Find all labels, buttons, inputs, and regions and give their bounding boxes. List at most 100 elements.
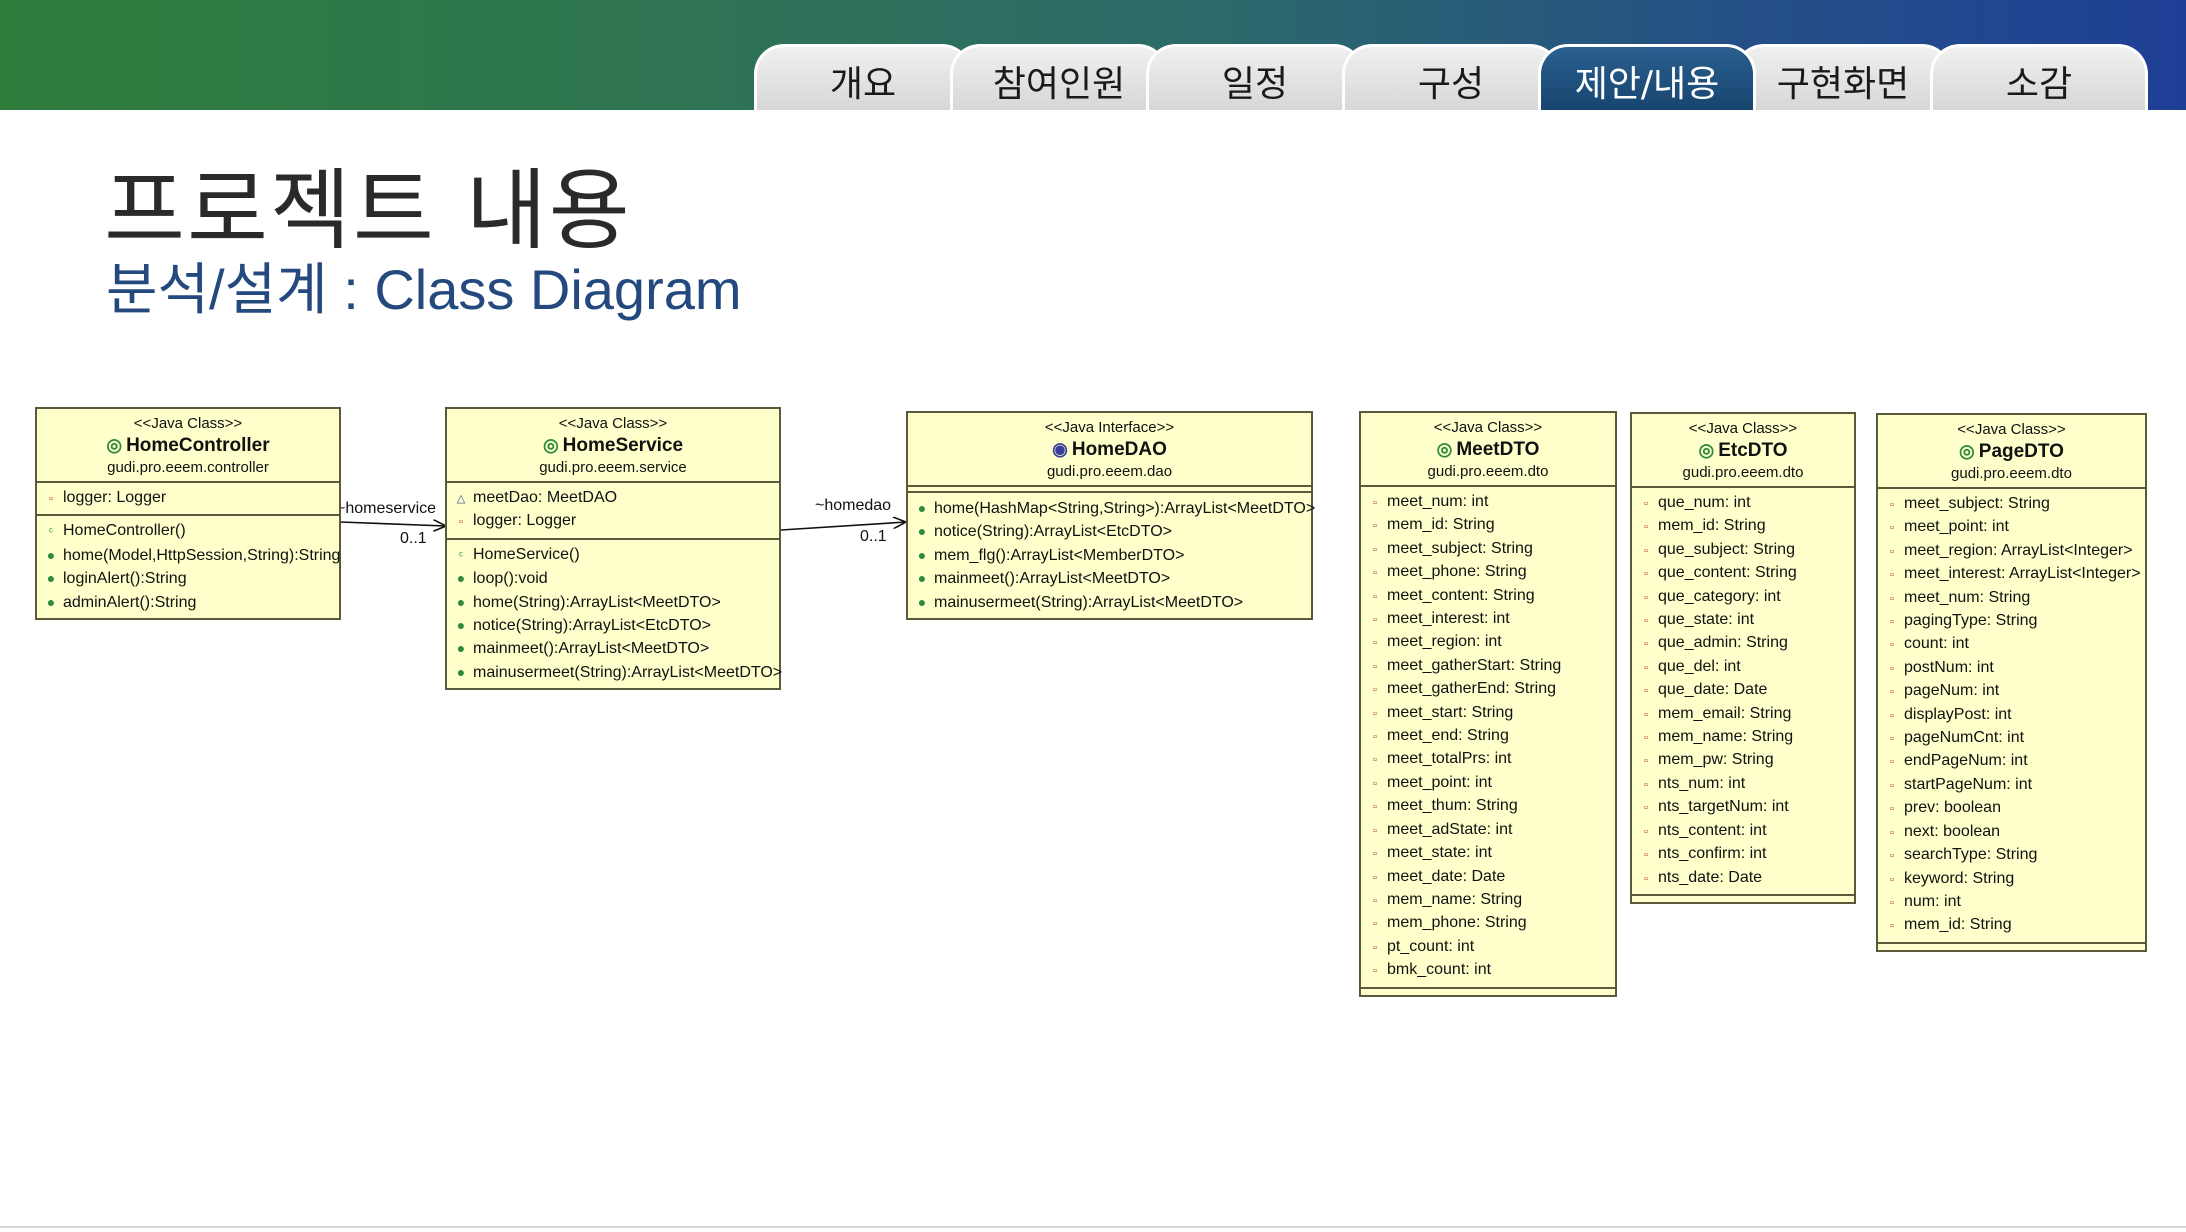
stereotype-label: <<Java Interface>> bbox=[1044, 419, 1175, 436]
page-subtitle: 분석/설계 : Class Diagram bbox=[106, 258, 742, 321]
method-row: ●mainmeet():ArrayList<MeetDTO> bbox=[908, 567, 1311, 590]
field-text: next: boolean bbox=[1904, 822, 2001, 840]
field-row: ▫pageNum: int bbox=[1878, 680, 2145, 703]
field-text: nts_targetNum: int bbox=[1658, 798, 1789, 816]
private-visibility-icon: ▫ bbox=[1890, 686, 1894, 699]
private-visibility-icon: ▫ bbox=[1644, 544, 1648, 557]
tab-1[interactable]: 개요 bbox=[754, 44, 972, 110]
field-text: displayPost: int bbox=[1904, 705, 2012, 723]
field-text: meet_num: String bbox=[1904, 588, 2031, 606]
field-row: ▫meet_thum: String bbox=[1361, 795, 1615, 818]
field-text: prev: boolean bbox=[1904, 799, 2001, 817]
page-title: 프로젝트 내용 bbox=[104, 159, 632, 262]
field-text: mem_name: String bbox=[1387, 890, 1523, 908]
stereotype-label: <<Java Class>> bbox=[558, 415, 668, 432]
field-text: que_del: int bbox=[1658, 657, 1741, 675]
field-text: mem_id: String bbox=[1904, 916, 2012, 934]
method-row: ●mainusermeet(String):ArrayList<MeetDTO> bbox=[447, 661, 783, 684]
field-row: ▫meet_point: int bbox=[1361, 772, 1615, 795]
public-visibility-icon: ● bbox=[917, 500, 927, 516]
field-row: ▫que_state: int bbox=[1632, 609, 1854, 632]
private-visibility-icon: ▫ bbox=[1373, 894, 1377, 907]
private-visibility-icon: ▫ bbox=[1890, 733, 1894, 746]
field-text: meet_subject: String bbox=[1387, 539, 1533, 557]
private-visibility-icon: ▫ bbox=[1373, 918, 1377, 931]
field-row: ▫meet_phone: String bbox=[1361, 561, 1615, 584]
interface-icon: ◉ bbox=[1052, 439, 1068, 459]
method-row: ●loop():void bbox=[447, 567, 779, 590]
method-row: ●loginAlert():String bbox=[37, 567, 339, 590]
methods-section bbox=[1361, 989, 1615, 995]
tab-3[interactable]: 일정 bbox=[1146, 44, 1364, 110]
tab-7[interactable]: 소감 bbox=[1930, 44, 2148, 110]
field-row: ▫logger: Logger bbox=[447, 510, 779, 533]
field-text: que_state: int bbox=[1658, 611, 1755, 629]
private-visibility-icon: ▫ bbox=[1644, 568, 1648, 581]
private-visibility-icon: ▫ bbox=[1644, 778, 1648, 791]
private-visibility-icon: ▫ bbox=[1890, 920, 1894, 933]
private-visibility-icon: ▫ bbox=[1890, 545, 1894, 558]
field-row: ▫startPageNum: int bbox=[1878, 774, 2145, 797]
class-name-text: HomeService bbox=[562, 435, 684, 456]
field-text: mem_name: String bbox=[1658, 728, 1794, 746]
field-text: searchType: String bbox=[1904, 846, 2038, 864]
tab-5[interactable]: 제안/내용 bbox=[1538, 44, 1756, 110]
field-text: num: int bbox=[1904, 892, 1961, 910]
stereotype-label: <<Java Class>> bbox=[1957, 421, 2066, 438]
constructor-visibility-icon: ᶜ bbox=[459, 549, 463, 562]
field-text: mem_email: String bbox=[1658, 704, 1792, 722]
field-text: meet_adState: int bbox=[1387, 820, 1513, 838]
field-row: ▫count: int bbox=[1878, 633, 2145, 656]
private-visibility-icon: ▫ bbox=[1890, 803, 1894, 816]
private-visibility-icon: ▫ bbox=[1890, 756, 1894, 769]
association-line-homedao bbox=[780, 522, 906, 531]
private-visibility-icon: ▫ bbox=[1373, 707, 1377, 720]
private-visibility-icon: ▫ bbox=[1890, 569, 1894, 582]
class-name: ◉HomeDAO bbox=[912, 437, 1307, 462]
field-text: pt_count: int bbox=[1387, 937, 1475, 955]
method-text: notice(String):ArrayList<EtcDTO> bbox=[934, 523, 1173, 541]
method-row: ●notice(String):ArrayList<EtcDTO> bbox=[908, 520, 1311, 543]
class-name: ◎EtcDTO bbox=[1636, 438, 1850, 463]
private-visibility-icon: ▫ bbox=[1373, 731, 1377, 744]
constructor-visibility-icon: ᶜ bbox=[49, 526, 53, 539]
method-row: ●mem_flg():ArrayList<MemberDTO> bbox=[908, 544, 1311, 567]
method-row: ●mainmeet():ArrayList<MeetDTO> bbox=[447, 637, 779, 660]
field-row: ▫logger: Logger bbox=[37, 487, 339, 510]
method-text: home(Model,HttpSession,String):String bbox=[63, 546, 341, 564]
field-text: mem_pw: String bbox=[1658, 751, 1774, 769]
private-visibility-icon: ▫ bbox=[1373, 637, 1377, 650]
private-visibility-icon: ▫ bbox=[1373, 590, 1377, 603]
private-visibility-icon: ▫ bbox=[1644, 498, 1648, 510]
field-row: ▫num: int bbox=[1878, 891, 2145, 914]
field-row: ▫postNum: int bbox=[1878, 657, 2145, 680]
fields-section: ▫que_num: int▫mem_id: String▫que_subject… bbox=[1632, 488, 1854, 896]
association-multiplicity-homedao: 0..1 bbox=[860, 528, 887, 545]
method-row: ●notice(String):ArrayList<EtcDTO> bbox=[447, 614, 779, 637]
field-text: pageNumCnt: int bbox=[1904, 729, 2025, 747]
field-text: nts_confirm: int bbox=[1658, 845, 1767, 863]
tab-4[interactable]: 구성 bbox=[1342, 44, 1560, 110]
tab-6[interactable]: 구현화면 bbox=[1734, 44, 1952, 110]
private-visibility-icon: ▫ bbox=[1890, 639, 1894, 652]
private-visibility-icon: ▫ bbox=[1373, 660, 1377, 673]
field-text: meet_content: String bbox=[1387, 586, 1535, 604]
methods-section bbox=[1878, 944, 2145, 950]
class-icon: ◎ bbox=[1698, 440, 1715, 460]
private-visibility-icon: ▫ bbox=[1373, 567, 1377, 580]
private-visibility-icon: ▫ bbox=[1644, 708, 1648, 721]
method-text: home(String):ArrayList<MeetDTO> bbox=[473, 593, 721, 611]
field-row: ▫nts_content: int bbox=[1632, 820, 1854, 843]
field-text: meet_subject: String bbox=[1904, 495, 2050, 512]
field-text: meet_start: String bbox=[1387, 703, 1514, 721]
field-text: postNum: int bbox=[1904, 658, 1994, 676]
private-visibility-icon: ▫ bbox=[1890, 873, 1894, 886]
private-visibility-icon: ▫ bbox=[459, 516, 463, 529]
method-text: mainusermeet(String):ArrayList<MeetDTO> bbox=[473, 663, 783, 681]
private-visibility-icon: ▫ bbox=[1644, 685, 1648, 698]
